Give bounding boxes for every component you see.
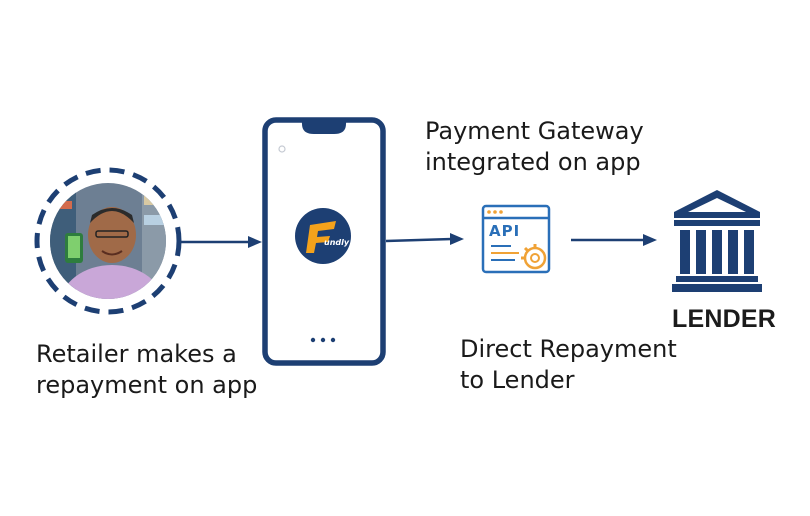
api-icon-text: API bbox=[489, 222, 521, 240]
bank-icon bbox=[672, 190, 762, 292]
arrow-api-to-lender bbox=[571, 234, 657, 246]
fundly-logo-icon bbox=[295, 208, 351, 264]
arrow-retailer-to-phone bbox=[180, 236, 262, 248]
gateway-caption-line2: integrated on app bbox=[425, 148, 641, 176]
retailer-avatar bbox=[34, 167, 182, 315]
gateway-caption-line1: Payment Gateway bbox=[425, 117, 644, 145]
fundly-logo-text: undly bbox=[324, 238, 350, 247]
retailer-caption-line1: Retailer makes a bbox=[36, 340, 237, 368]
dot-1 bbox=[310, 337, 316, 343]
gear-icon bbox=[521, 244, 547, 270]
dashed-ring bbox=[34, 167, 182, 315]
repayment-caption-line1: Direct Repayment bbox=[460, 335, 677, 363]
arrow-phone-to-api bbox=[385, 233, 464, 245]
lender-label: LENDER bbox=[672, 305, 776, 333]
api-gateway-icon bbox=[481, 204, 551, 274]
smartphone-icon bbox=[262, 117, 386, 366]
repayment-caption-line2: to Lender bbox=[460, 366, 575, 394]
retailer-caption-line2: repayment on app bbox=[36, 371, 258, 399]
dot-3 bbox=[330, 337, 336, 343]
retailer-photo bbox=[50, 183, 166, 299]
dot-2 bbox=[320, 337, 326, 343]
